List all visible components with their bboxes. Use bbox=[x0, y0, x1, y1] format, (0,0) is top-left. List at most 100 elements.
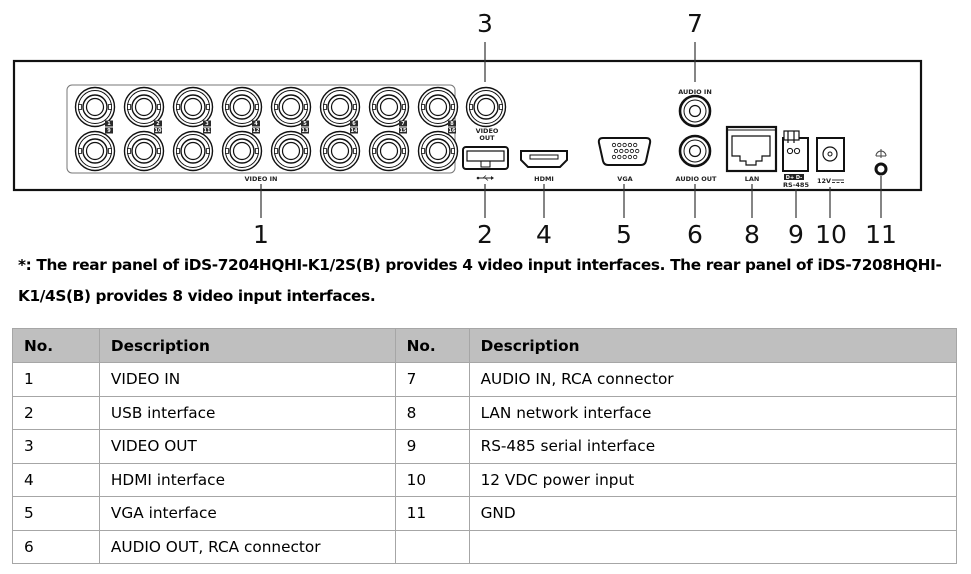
channel-number: 16 bbox=[449, 128, 456, 134]
callout-10: 10 bbox=[815, 220, 847, 249]
hdmi-port-icon bbox=[520, 150, 568, 168]
channel-badge bbox=[301, 127, 309, 134]
channel-badge bbox=[350, 127, 358, 134]
rs485-pins-label: D+ D- bbox=[786, 175, 802, 181]
header-no-1: No. bbox=[12, 328, 100, 363]
header-description-1: Description bbox=[98, 328, 396, 363]
channel-badge bbox=[350, 120, 358, 127]
cell-description: AUDIO OUT, RCA connector bbox=[98, 529, 396, 564]
bnc-connector-icon bbox=[417, 86, 459, 128]
cell-description bbox=[468, 529, 958, 564]
gnd-terminal-icon bbox=[874, 162, 888, 176]
rs485-terminal-icon bbox=[782, 130, 809, 180]
ground-symbol-icon bbox=[875, 149, 887, 158]
cell-description: VGA interface bbox=[98, 496, 396, 531]
usb-symbol-icon bbox=[476, 175, 494, 181]
bnc-connector-icon bbox=[123, 86, 165, 128]
callout-1: 1 bbox=[253, 220, 269, 249]
channel-badge bbox=[105, 120, 113, 127]
power-jack-icon bbox=[816, 137, 845, 172]
channel-badge bbox=[301, 120, 309, 127]
cell-no: 8 bbox=[394, 395, 470, 430]
cell-no: 5 bbox=[12, 496, 100, 531]
cell-description: RS-485 serial interface bbox=[468, 429, 958, 464]
header-no-2: No. bbox=[394, 328, 470, 363]
usb-port-icon bbox=[462, 146, 509, 170]
channel-number: 14 bbox=[351, 128, 358, 134]
vga-label: VGA bbox=[617, 175, 632, 183]
audio-out-rca-icon bbox=[678, 134, 712, 168]
channel-badge bbox=[203, 127, 211, 134]
channel-number: 6 bbox=[352, 121, 356, 127]
bnc-connector-icon bbox=[270, 130, 312, 172]
channel-number: 9 bbox=[107, 128, 111, 134]
callout-9: 9 bbox=[788, 220, 804, 249]
cell-description: VIDEO OUT bbox=[98, 429, 396, 464]
vga-port-icon bbox=[597, 137, 652, 166]
bnc-connector-icon bbox=[417, 130, 459, 172]
cell-description: VIDEO IN bbox=[98, 362, 396, 397]
channel-number: 1 bbox=[107, 121, 111, 127]
cell-no bbox=[394, 529, 470, 564]
channel-badge bbox=[448, 120, 456, 127]
channel-badge bbox=[399, 127, 407, 134]
hdmi-label: HDMI bbox=[534, 175, 554, 183]
callout-11: 11 bbox=[865, 220, 897, 249]
cell-no: 11 bbox=[394, 496, 470, 531]
cell-no: 9 bbox=[394, 429, 470, 464]
video-out-connector bbox=[465, 86, 507, 128]
cell-description: GND bbox=[468, 496, 958, 531]
channel-number: 5 bbox=[303, 121, 307, 127]
bnc-connector-icon bbox=[221, 86, 263, 128]
bnc-connector-icon bbox=[368, 86, 410, 128]
channel-badge bbox=[203, 120, 211, 127]
audio-out-label: AUDIO OUT bbox=[676, 175, 718, 183]
bnc-connector-icon bbox=[74, 130, 116, 172]
cell-no: 10 bbox=[394, 462, 470, 497]
callout-4: 4 bbox=[536, 220, 552, 249]
callout-6: 6 bbox=[687, 220, 703, 249]
bnc-connector-icon bbox=[465, 86, 507, 128]
channel-number: 3 bbox=[205, 121, 209, 127]
video-out-label-1: VIDEO bbox=[476, 127, 499, 135]
cell-no: 6 bbox=[12, 529, 100, 564]
cell-no: 7 bbox=[394, 362, 470, 397]
power-label: 12V bbox=[817, 177, 831, 185]
bnc-connector-icon bbox=[221, 130, 263, 172]
channel-number: 2 bbox=[156, 121, 160, 127]
channel-badge bbox=[154, 127, 162, 134]
cell-no: 2 bbox=[12, 395, 100, 430]
bnc-connector-icon bbox=[319, 130, 361, 172]
bnc-connector-icon bbox=[172, 130, 214, 172]
footnote-line-1: *: The rear panel of iDS-7204HQHI-K1/2S(… bbox=[18, 256, 942, 274]
callout-3: 3 bbox=[477, 9, 493, 38]
bnc-connector-icon bbox=[368, 130, 410, 172]
video-in-label: VIDEO IN bbox=[245, 175, 278, 183]
cell-no: 3 bbox=[12, 429, 100, 464]
channel-number: 12 bbox=[253, 128, 260, 134]
channel-number: 13 bbox=[302, 128, 309, 134]
bnc-connector-icon bbox=[172, 86, 214, 128]
lan-label: LAN bbox=[745, 175, 760, 183]
dc-symbol-icon bbox=[832, 179, 844, 183]
cell-description: USB interface bbox=[98, 395, 396, 430]
channel-number: 8 bbox=[450, 121, 454, 127]
channel-badge bbox=[154, 120, 162, 127]
channel-number: 4 bbox=[254, 121, 258, 127]
cell-no: 1 bbox=[12, 362, 100, 397]
video-out-label-2: OUT bbox=[479, 134, 495, 142]
channel-number: 15 bbox=[400, 128, 407, 134]
header-description-2: Description bbox=[468, 328, 958, 363]
channel-badge bbox=[252, 127, 260, 134]
footnote-line-2: K1/4S(B) provides 8 video input interfac… bbox=[18, 287, 376, 305]
cell-description: LAN network interface bbox=[468, 395, 958, 430]
bnc-connector-icon bbox=[270, 86, 312, 128]
channel-number: 7 bbox=[401, 121, 405, 127]
